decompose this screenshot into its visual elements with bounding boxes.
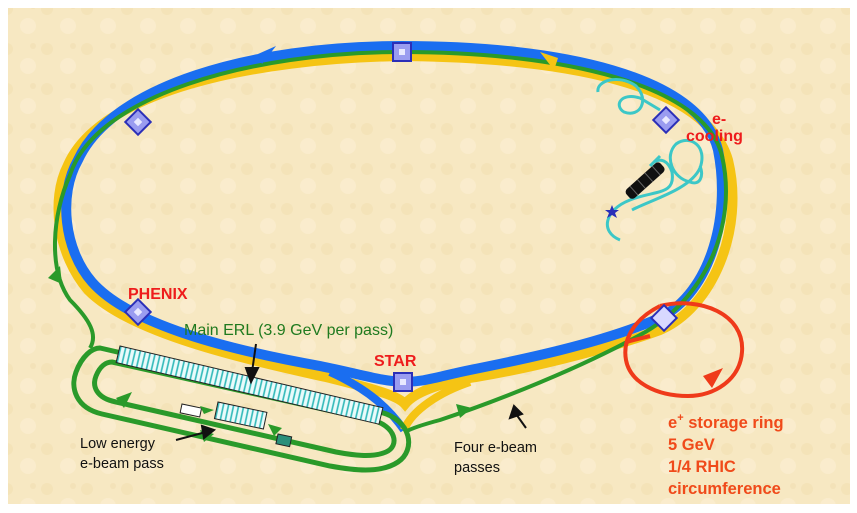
e-cooling-system [596,77,704,242]
electron-gun [275,433,293,448]
green-arrow-outer-loop [116,392,132,408]
low-energy-pointer-arrow [175,424,217,441]
green-arrow-linac-entry [200,406,214,414]
yellow-ring-arrow [540,52,558,70]
label-main-erl: Main ERL (3.9 GeV per pass) [184,322,393,339]
ip-marker-upper-left [123,107,153,137]
ip-marker-upper-right [651,105,681,135]
rhic-yellow-ring [53,50,738,412]
positron-direction-arrow [703,368,723,388]
label-storage-energy: 5 GeV [668,436,715,454]
injector-linac [213,401,268,430]
ip-marker-top [392,42,412,62]
cooling-source-star [605,205,619,218]
yellow-star-detour [400,378,472,432]
blue-ring-arrow [258,46,276,64]
label-four-passes-1: Four e-beam [454,440,537,456]
ip-marker-phenix [123,297,153,327]
label-star: STAR [374,353,417,370]
label-storage-ring: e+ storage ring [668,412,784,432]
ip-marker-star [393,372,413,392]
storage-ring-e: e [668,414,677,432]
ip-marker-lower-right [649,303,679,333]
label-e-cooling-2: cooling [686,128,743,145]
green-arrow-injector [268,424,282,436]
label-low-energy-1: Low energy [80,436,156,452]
erl-inner-loop [92,359,397,458]
cooling-solenoid [625,162,665,199]
label-four-passes-2: passes [454,460,500,476]
label-phenix: PHENIX [128,286,188,303]
label-storage-circumference: circumference [668,480,781,498]
green-arrow-transport [456,404,472,418]
label-e-cooling-1: e- [712,111,726,128]
label-low-energy-2: e-beam pass [80,456,164,472]
green-arrow-left-arc [48,266,62,284]
erl-green-left-arc [53,50,403,350]
label-storage-fraction: 1/4 RHIC [668,458,736,476]
storage-ring-text: storage ring [684,414,784,432]
storage-ring-plus: + [677,412,683,424]
erl-outer-loop [71,345,412,473]
erl-pointer-arrow [244,343,260,385]
positron-storage-ring [623,301,745,399]
injector-box [179,403,203,418]
four-passes-pointer-arrow [508,404,527,429]
